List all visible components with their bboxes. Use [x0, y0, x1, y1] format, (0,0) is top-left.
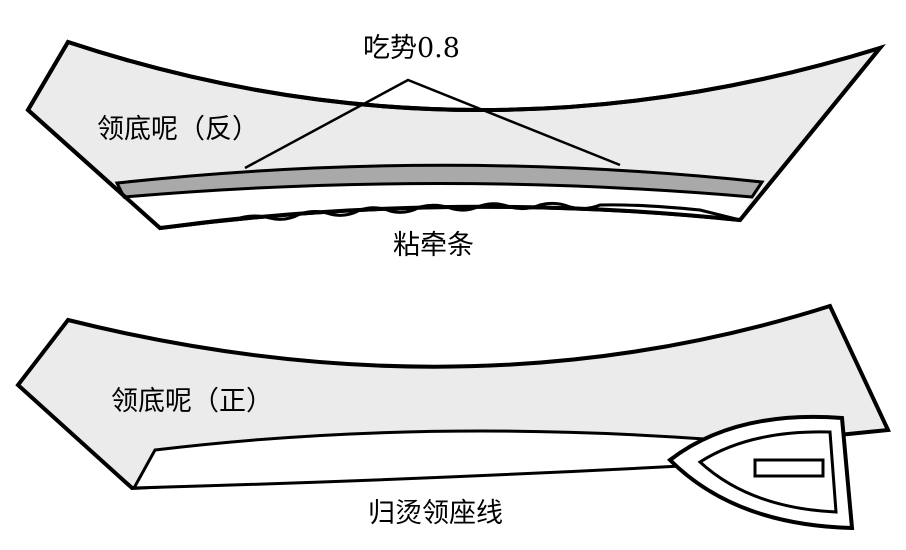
- easing-leader-lines: [244, 78, 621, 170]
- easing-label: 吃势0.8: [363, 33, 460, 64]
- top-fabric-label: 领底呢（反）: [97, 114, 259, 145]
- fusible-tape-label: 粘牵条: [393, 230, 474, 261]
- process-label: 归烫领座线: [368, 498, 503, 529]
- fusible-tape-strip: [114, 163, 765, 199]
- bottom-fabric-label: 领底呢（正）: [111, 386, 273, 417]
- top-collar-outline: [25, 39, 886, 231]
- iron-icon: [666, 414, 855, 531]
- bottom-figure: [15, 303, 892, 531]
- top-figure: [25, 39, 886, 231]
